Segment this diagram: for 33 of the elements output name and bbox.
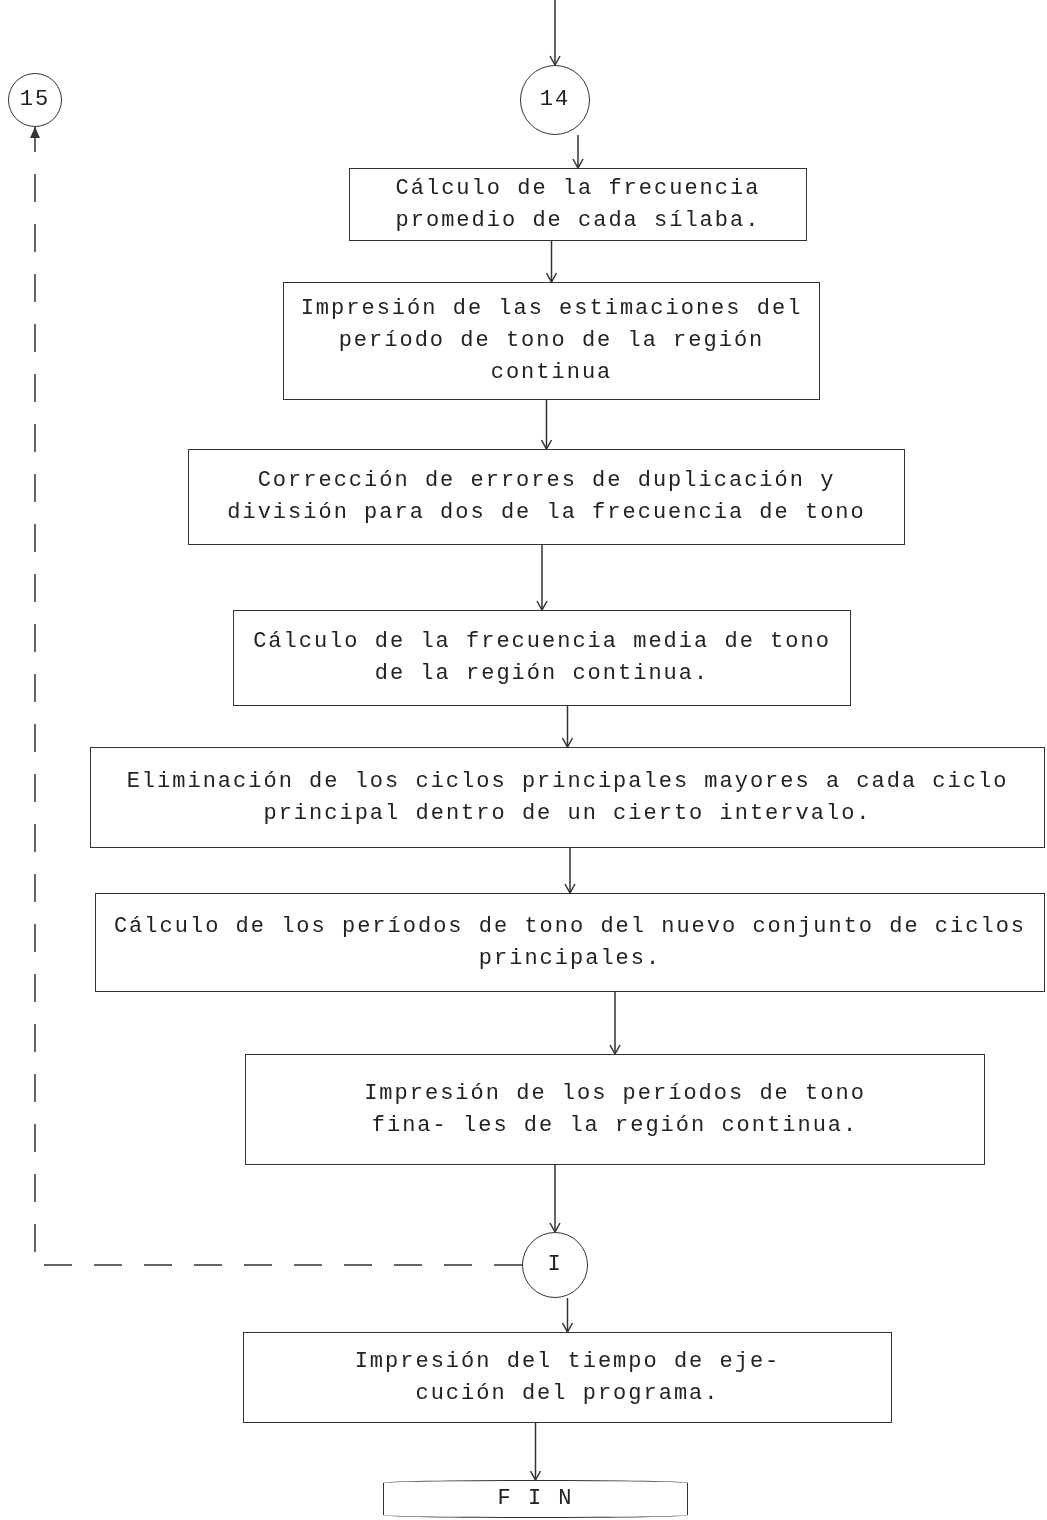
connector-circle <box>8 73 62 127</box>
node-text: Impresión de las estimaciones del período de tono de la región continua <box>299 295 804 387</box>
arrow <box>549 1164 561 1233</box>
node-text: I <box>547 1251 563 1280</box>
node-text: Cálculo de la frecuencia media de tono de la región continua. <box>252 628 832 688</box>
process-box <box>349 168 807 241</box>
node-text: Eliminación de los ciclos principales mayores a cada ciclo principal dentro de un cierto intervalo. <box>125 767 1010 828</box>
process-box <box>245 1054 985 1165</box>
node-text: Corrección de errores de duplicación y división para dos de la frecuencia de tono <box>226 467 867 527</box>
node-text: 14 <box>539 86 571 115</box>
arrow <box>564 847 576 894</box>
arrow <box>540 399 553 450</box>
process-box <box>243 1332 892 1423</box>
process-box <box>233 610 851 706</box>
arrow <box>529 1422 542 1481</box>
node-text: 15 <box>19 86 51 115</box>
process-box <box>95 893 1045 992</box>
arrow <box>549 0 561 66</box>
node-text: Impresión de los períodos de tono fina- les de la región continua. <box>363 1079 867 1140</box>
arrow <box>545 240 558 283</box>
node-text: Cálculo de los períodos de tono del nuevo conjunto de ciclos principales. <box>112 912 1028 973</box>
node-text: F I N <box>497 1485 574 1514</box>
arrow <box>536 544 548 611</box>
terminator-shape <box>383 1480 688 1518</box>
node-text: Cálculo de la frecuencia promedio de cada sílaba. <box>394 174 762 235</box>
node-text: Impresión del tiempo de eje- cución del programa. <box>353 1347 782 1408</box>
process-box <box>90 747 1045 848</box>
arrow <box>561 1297 574 1333</box>
arrow <box>609 991 621 1055</box>
arrow <box>572 134 584 169</box>
process-box <box>283 282 820 400</box>
arrow <box>561 705 574 748</box>
process-box <box>188 449 905 545</box>
